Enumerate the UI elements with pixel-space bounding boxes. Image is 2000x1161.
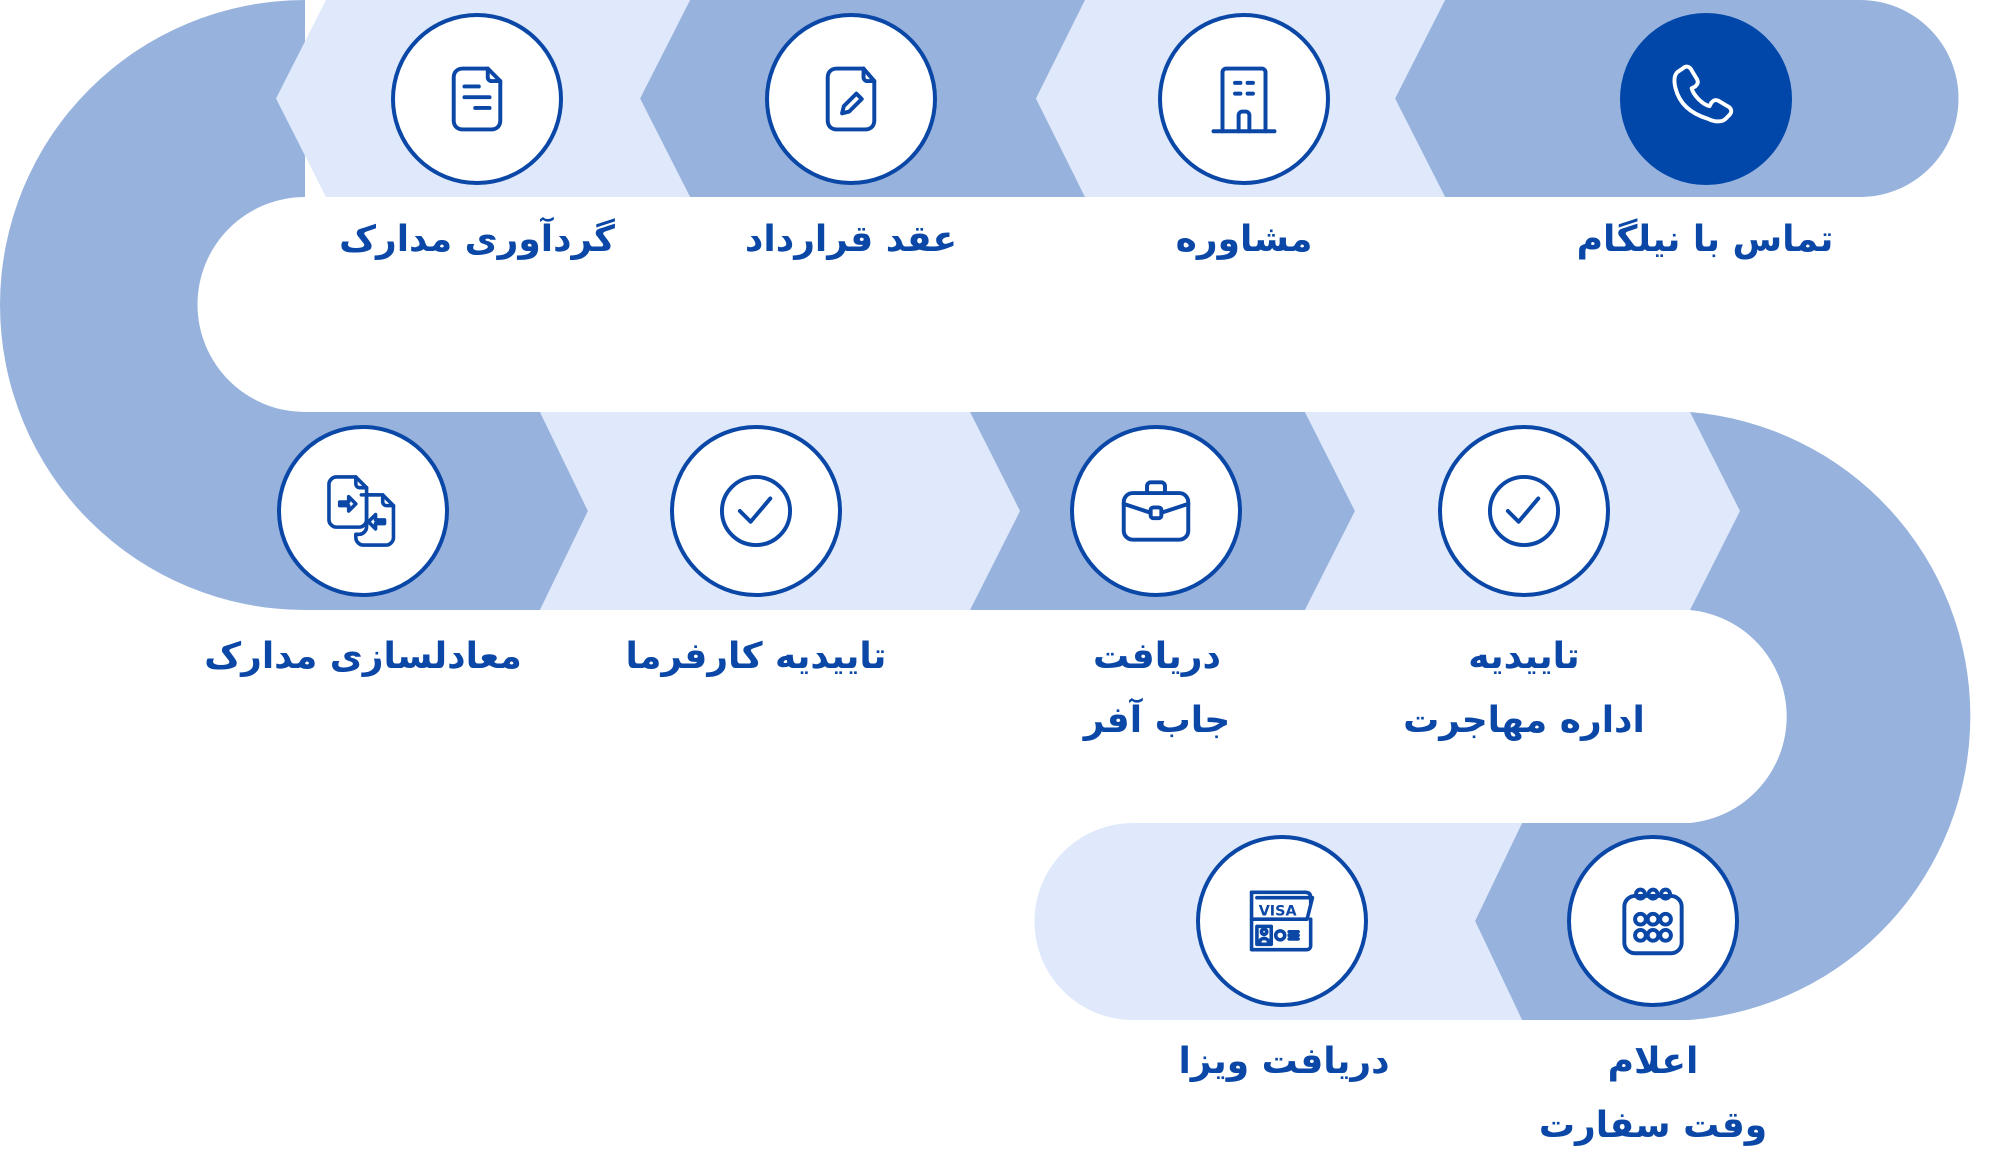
step-label-contact: تماس با نیلگام (1576, 219, 1834, 260)
step-node-contact[interactable] (1620, 13, 1792, 185)
step-label-visa: دریافت ویزا (1178, 1041, 1390, 1082)
phone-icon (1672, 64, 1734, 124)
document-edit-icon (825, 66, 877, 132)
step-label-employer-approval: تاییدیه کارفرما (625, 636, 887, 677)
briefcase-icon (1121, 480, 1191, 542)
step-node-consultation[interactable] (1158, 13, 1330, 185)
svg-text:VISA: VISA (1259, 904, 1298, 920)
step-node-immigration-approval[interactable] (1438, 425, 1610, 597)
step-node-contract[interactable] (765, 13, 937, 185)
step-node-documents[interactable] (391, 13, 563, 185)
document-icon (451, 66, 503, 132)
step-node-equivalency[interactable] (277, 425, 449, 597)
calendar-icon (1622, 887, 1684, 956)
step-label-equivalency: معادلسازی مدارک (204, 636, 522, 677)
step-node-employer-approval[interactable] (670, 425, 842, 597)
right-connector-arc (1690, 412, 1971, 1020)
left-connector-arc (0, 0, 305, 610)
step-label-contract: عقد قرارداد (744, 219, 958, 260)
step-label-documents: گردآوری مدارک (339, 219, 615, 260)
step-node-visa[interactable]: VISA (1196, 835, 1368, 1007)
step-label-job-offer: دریافت جاب آفر (1083, 636, 1231, 741)
step-node-embassy-appointment[interactable] (1567, 835, 1739, 1007)
step-label-embassy-appointment: اعلام وقت سفارت (1538, 1041, 1768, 1146)
building-icon (1211, 66, 1277, 134)
check-circle-icon (719, 474, 793, 548)
visa-icon: VISA (1249, 890, 1315, 952)
document-exchange-icon (327, 475, 396, 547)
step-label-immigration-approval: تاییدیه اداره مهاجرت (1403, 636, 1645, 741)
step-node-job-offer[interactable] (1070, 425, 1242, 597)
middle-end-chevron (1690, 412, 1740, 610)
check-circle-icon (1487, 474, 1561, 548)
step-label-consultation: مشاوره (1175, 219, 1313, 260)
